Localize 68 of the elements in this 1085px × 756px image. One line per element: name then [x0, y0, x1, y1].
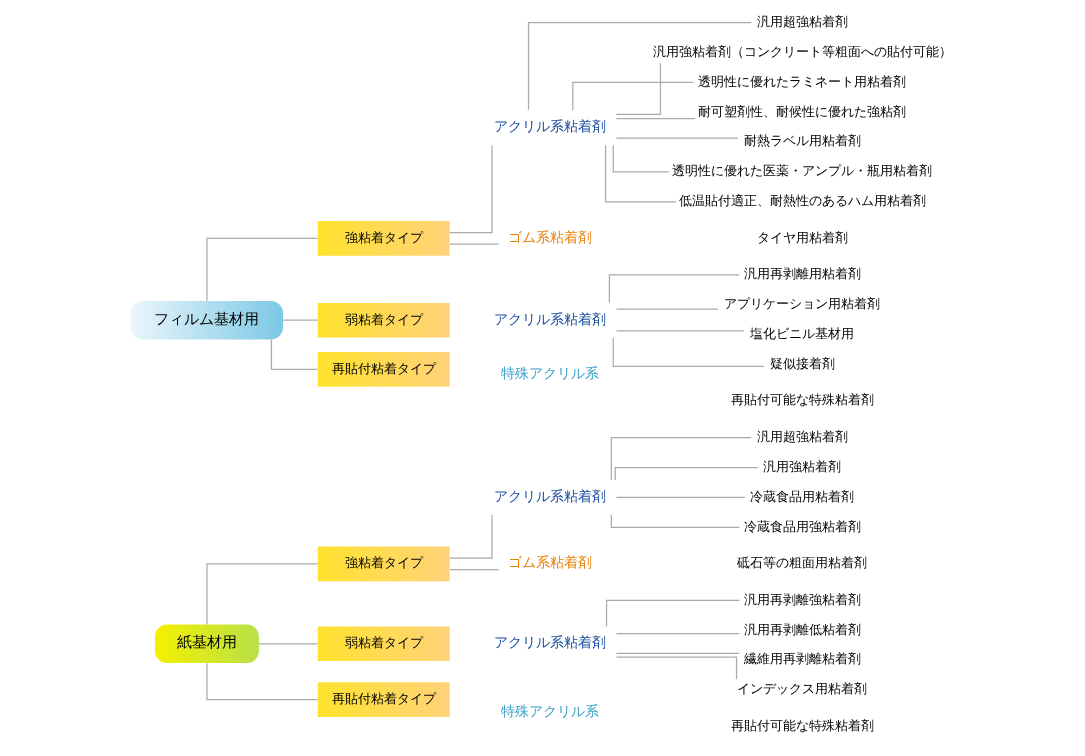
node-text: 汎用再剥離低粘着剤 — [743, 621, 861, 637]
connector — [608, 274, 740, 304]
connector — [258, 643, 319, 645]
node-text: 繊維用再剥離粘着剤 — [743, 651, 861, 667]
node-box: 弱粘着タイプ — [317, 302, 450, 338]
node-text: 汎用超強粘着剤 — [756, 13, 848, 29]
connector — [615, 137, 739, 139]
node-box: 再貼付粘着タイプ — [317, 352, 450, 387]
connector — [604, 144, 677, 203]
connector — [615, 496, 746, 499]
node-text: インデックス用粘着剤 — [737, 681, 868, 697]
connector — [206, 563, 319, 626]
node-text: 透明性に優れた医薬・アンプル・瓶用粘着剤 — [672, 163, 933, 179]
node-text: アクリル系粘着剤 — [494, 487, 607, 504]
node-text: ゴム系粘着剤 — [508, 554, 593, 571]
connector — [615, 656, 738, 680]
label: 特殊アクリル系 — [501, 703, 600, 720]
connector — [449, 243, 500, 245]
node-text: アクリル系粘着剤 — [494, 118, 607, 135]
node-box: 紙基材用 — [154, 624, 259, 663]
connector — [610, 437, 752, 481]
connector — [612, 144, 670, 173]
connector — [615, 62, 662, 116]
node-text: 耐熱ラベル用粘着剤 — [743, 133, 861, 149]
connector — [270, 339, 318, 370]
connector — [206, 662, 319, 701]
connector — [614, 466, 759, 481]
label: 再貼付可能な特殊粘着剤 — [730, 392, 874, 408]
label: タイヤ用粘着剤 — [756, 229, 848, 245]
node-text: 耐可塑剤性、耐候性に優れた強粘剤 — [698, 103, 907, 119]
node-box: フィルム基材用 — [130, 300, 283, 340]
node-text: 汎用強粘着剤 — [763, 458, 842, 474]
node-text: 汎用強粘着剤（コンクリート等粗面への貼付可能） — [652, 43, 952, 59]
connector — [612, 337, 765, 368]
label: 特殊アクリル系 — [501, 365, 600, 382]
connector — [610, 514, 740, 528]
connector — [615, 118, 696, 120]
node-box: 強粘着タイプ — [317, 546, 450, 582]
label: 再貼付可能な特殊粘着剤 — [730, 717, 874, 733]
node-text: アクリル系粘着剤 — [494, 634, 607, 651]
connector — [206, 237, 319, 302]
connector — [605, 599, 741, 627]
connector — [615, 308, 719, 310]
connector — [572, 81, 694, 111]
node-text: 透明性に優れたラミネート用粘着剤 — [698, 73, 907, 89]
node-text: 汎用再剥離用粘着剤 — [743, 266, 861, 282]
connector — [527, 22, 752, 111]
node-text: 汎用超強粘着剤 — [756, 428, 848, 444]
connector — [449, 569, 500, 571]
connector — [282, 319, 319, 321]
node-box: 弱粘着タイプ — [317, 626, 450, 662]
connector — [615, 652, 740, 655]
label: 砥石等の粗面用粘着剤 — [737, 555, 868, 571]
node-box: 再貼付粘着タイプ — [317, 682, 450, 717]
connector — [449, 514, 493, 559]
node-text: アプリケーション用粘着剤 — [724, 296, 881, 312]
node-text: 冷蔵食品用強粘着剤 — [743, 518, 861, 534]
node-text: アクリル系粘着剤 — [494, 310, 607, 327]
connector — [615, 633, 740, 635]
node-box: 強粘着タイプ — [317, 221, 450, 256]
connector — [449, 144, 493, 234]
node-text: 疑似接着剤 — [769, 355, 835, 371]
node-text: 低温貼付適正、耐熱性のあるハム用粘着剤 — [678, 193, 926, 209]
connector — [615, 330, 745, 332]
node-text: 塩化ビニル基材用 — [750, 325, 855, 341]
node-text: ゴム系粘着剤 — [508, 228, 593, 245]
node-text: 冷蔵食品用粘着剤 — [750, 488, 855, 504]
node-text: 汎用再剥離強粘着剤 — [743, 591, 861, 607]
